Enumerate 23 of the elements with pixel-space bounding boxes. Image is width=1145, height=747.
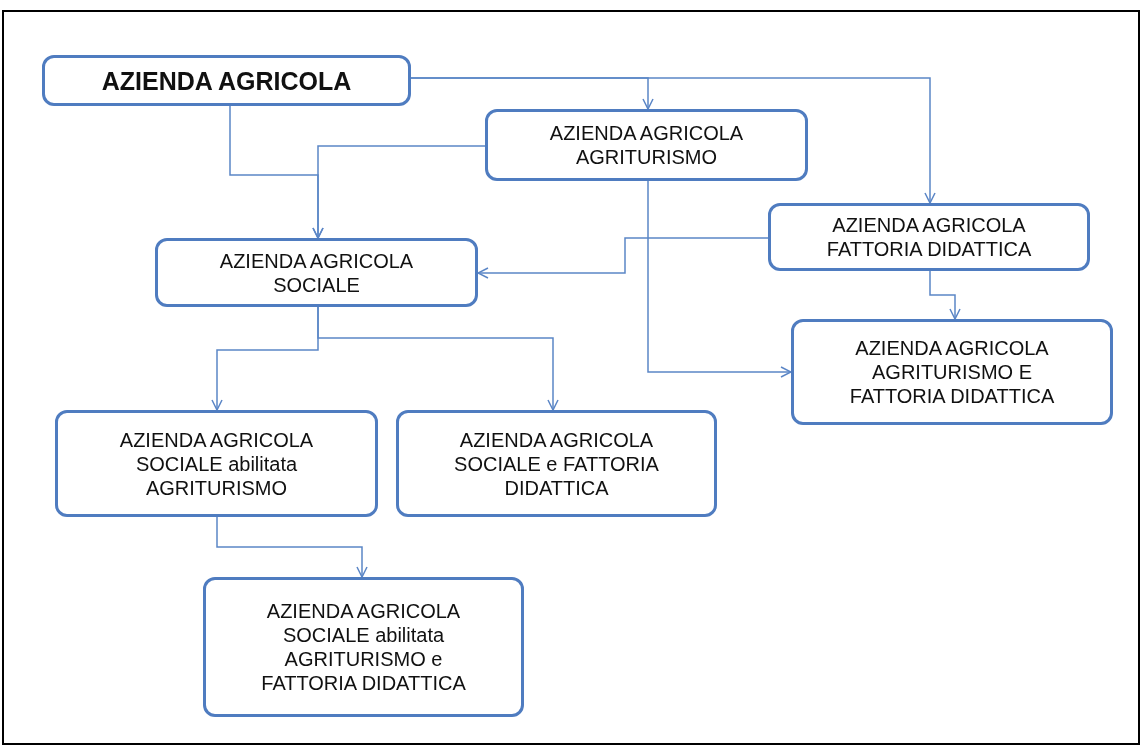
process-box — [155, 238, 478, 307]
box-label: AZIENDA AGRICOLA SOCIALE abilitata AGRITURISMO — [118, 427, 315, 500]
box-label: AZIENDA AGRICOLA FATTORIA DIDATTICA — [825, 213, 1033, 261]
process-box — [791, 319, 1113, 425]
arrow — [410, 77, 936, 204]
arrow — [647, 180, 792, 378]
process-box — [485, 109, 808, 181]
arrow — [929, 270, 961, 320]
arrow — [312, 145, 486, 239]
process-box — [42, 55, 411, 106]
box-label: AZIENDA AGRICOLA SOCIALE e FATTORIA DIDATTICA — [453, 427, 660, 500]
process-box — [768, 203, 1090, 271]
box-label: AZIENDA AGRICOLA SOCIALE abilitata AGRITURISMO e FATTORIA DIDATTICA — [260, 599, 467, 695]
process-box — [396, 410, 717, 517]
arrow — [216, 516, 368, 578]
arrow — [317, 306, 559, 411]
box-label: AZIENDA AGRICOLA SOCIALE — [218, 248, 415, 297]
box-label: AZIENDA AGRICOLA AGRITURISMO E FATTORIA DIDATTICA — [848, 336, 1056, 408]
process-box — [203, 577, 524, 717]
arrow — [477, 237, 769, 279]
process-box — [55, 410, 378, 517]
box-label: AZIENDA AGRICOLA AGRITURISMO — [548, 121, 745, 169]
box-label: AZIENDA AGRICOLA — [100, 65, 353, 96]
